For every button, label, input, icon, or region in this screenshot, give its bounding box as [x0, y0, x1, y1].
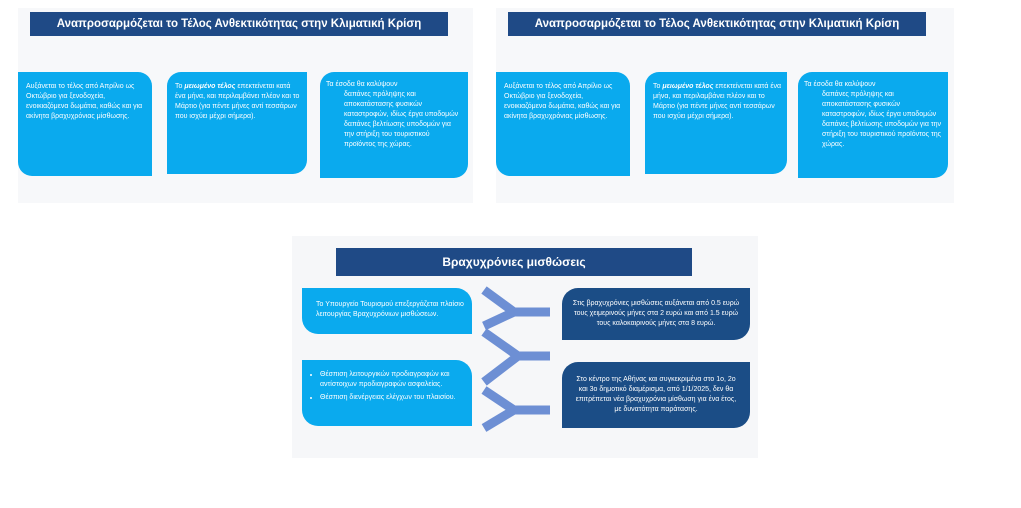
- panel-right: Αναπροσαρμόζεται το Τέλος Ανθεκτικότητας…: [496, 8, 954, 203]
- info-card-revenue: Τα έσοδα θα καλύψουν δαπάνες πρόληψης κα…: [798, 72, 948, 178]
- panel-left: Αναπροσαρμόζεται το Τέλος Ανθεκτικότητας…: [18, 8, 473, 203]
- panel-title: Αναπροσαρμόζεται το Τέλος Ανθεκτικότητας…: [508, 12, 926, 36]
- card-text: Το Υπουργείο Τουρισμού επεξεργάζεται πλα…: [316, 301, 464, 318]
- diagram-title: Βραχυχρόνιες μισθώσεις: [336, 248, 692, 276]
- revenue-list: δαπάνες πρόληψης και αποκατάστασης φυσικ…: [326, 90, 462, 150]
- connector-mid: [481, 328, 526, 386]
- card-intro: Τα έσοδα θα καλύψουν: [804, 81, 876, 88]
- info-card-reduced-fee: Το μειωμένο τέλος επεκτείνεται κατά ένα …: [645, 72, 787, 174]
- card-intro: Τα έσοδα θα καλύψουν: [326, 81, 398, 88]
- card-text: Στο κέντρο της Αθήνας και συγκεκριμένα σ…: [575, 376, 737, 413]
- card-text: Το μειωμένο τέλος επεκτείνεται κατά ένα …: [653, 83, 781, 120]
- list-item: δαπάνες πρόληψης και αποκατάστασης φυσικ…: [344, 91, 459, 118]
- specs-list: Θέσπιση λειτουργικών προδιαγραφών και αν…: [310, 370, 464, 403]
- panel-title: Αναπροσαρμόζεται το Τέλος Ανθεκτικότητας…: [30, 12, 448, 36]
- info-card-increase: Αυξάνεται το τέλος από Απρίλιο ως Οκτώβρ…: [18, 72, 152, 176]
- info-card-increase: Αυξάνεται το τέλος από Απρίλιο ως Οκτώβρ…: [496, 72, 630, 176]
- left-card-ministry: Το Υπουργείο Τουρισμού επεξεργάζεται πλα…: [302, 288, 472, 334]
- list-item: Θέσπιση διενέργειας ελέγχων του πλαισίου…: [320, 393, 464, 403]
- short-term-rentals-diagram: Βραχυχρόνιες μισθώσεις Το Υπουργείο Τουρ…: [292, 236, 758, 458]
- connector-mid-top: [482, 307, 516, 331]
- list-item: δαπάνες βελτίωσης υποδομών για την στήρι…: [822, 121, 942, 148]
- card-text: Το μειωμένο τέλος επεκτείνεται κατά ένα …: [175, 83, 300, 120]
- info-card-revenue: Τα έσοδα θα καλύψουν δαπάνες πρόληψης κα…: [320, 72, 468, 178]
- card-text: Στις βραχυχρόνιες μισθώσεις αυξάνεται απ…: [572, 300, 740, 327]
- connector-bottom: [481, 386, 550, 415]
- connector-top: [481, 286, 550, 317]
- card-text: Αυξάνεται το τέλος από Απρίλιο ως Οκτώβρ…: [504, 83, 621, 120]
- connector-arrows: [481, 286, 550, 432]
- connector-bottom-low: [481, 406, 517, 432]
- list-item: δαπάνες βελτίωσης υποδομών για την στήρι…: [344, 121, 451, 148]
- list-item: δαπάνες πρόληψης και αποκατάστασης φυσικ…: [822, 91, 937, 118]
- left-card-specs: Θέσπιση λειτουργικών προδιαγραφών και αν…: [302, 360, 472, 426]
- right-card-athens: Στο κέντρο της Αθήνας και συγκεκριμένα σ…: [562, 362, 750, 428]
- card-text: Αυξάνεται το τέλος από Απρίλιο ως Οκτώβρ…: [26, 83, 143, 120]
- list-item: Θέσπιση λειτουργικών προδιαγραφών και αν…: [320, 370, 464, 390]
- revenue-list: δαπάνες πρόληψης και αποκατάστασης φυσικ…: [804, 90, 942, 150]
- info-card-reduced-fee: Το μειωμένο τέλος επεκτείνεται κατά ένα …: [167, 72, 307, 174]
- right-card-fees: Στις βραχυχρόνιες μισθώσεις αυξάνεται απ…: [562, 288, 750, 340]
